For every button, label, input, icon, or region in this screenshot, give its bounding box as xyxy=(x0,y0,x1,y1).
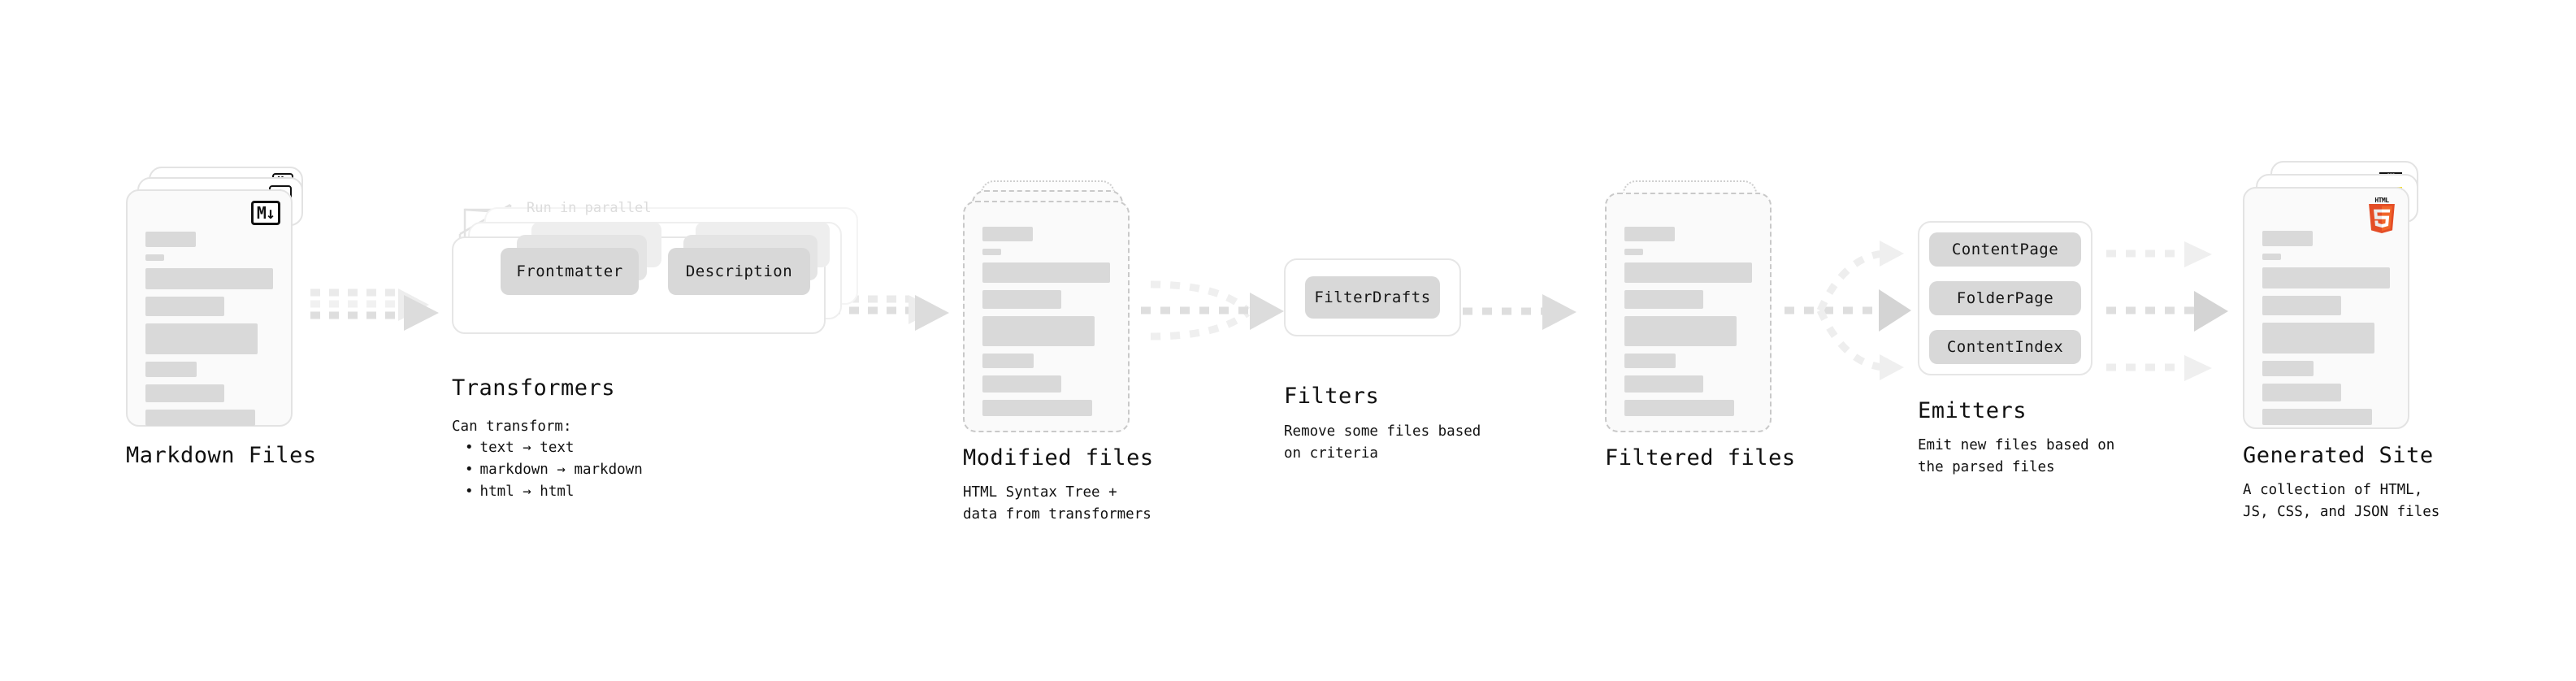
caption-title-filtered-files: Filtered files xyxy=(1605,445,1796,471)
doc-bar xyxy=(1624,227,1675,241)
chip-frontmatter[interactable]: Frontmatter xyxy=(501,248,639,295)
modified-file-stack[interactable] xyxy=(963,180,1138,432)
doc-bar xyxy=(1624,249,1643,255)
generated-card-body xyxy=(2262,231,2390,432)
doc-bar xyxy=(145,268,273,289)
doc-bar xyxy=(145,362,197,377)
filtered-card-front[interactable] xyxy=(1605,193,1772,432)
chip-contentpage[interactable]: ContentPage xyxy=(1929,232,2081,267)
generated-site-stack[interactable]: CSS HTML xyxy=(2243,161,2430,429)
caption-sub-modified-files: HTML Syntax Tree + data from transformer… xyxy=(963,484,1151,523)
chip-folderpage[interactable]: FolderPage xyxy=(1929,281,2081,315)
doc-bar xyxy=(2262,254,2281,260)
generated-card-front[interactable]: HTML xyxy=(2243,187,2409,429)
caption-title-filters: Filters xyxy=(1284,384,1380,409)
doc-bar xyxy=(2262,384,2342,401)
caption-sub-filters: Remove some files based on criteria xyxy=(1284,423,1481,462)
doc-bar xyxy=(1624,375,1704,393)
hint-run-in-parallel: Run in parallel xyxy=(527,200,652,216)
stage-markdown-files: M↓ M↓ M↓ xyxy=(126,167,313,427)
doc-bar xyxy=(2262,361,2314,376)
doc-bar xyxy=(982,227,1033,241)
html5-badge: HTML xyxy=(2367,197,2396,234)
doc-bar xyxy=(145,297,225,316)
connector-emitters-to-site xyxy=(2106,241,2228,381)
caption-title-markdown-files: Markdown Files xyxy=(126,443,317,468)
filtered-file-stack[interactable] xyxy=(1605,180,1780,432)
connector-filters-to-filtered xyxy=(1463,294,1576,330)
modified-card-front[interactable] xyxy=(963,201,1130,432)
connector-markdown-to-transformers xyxy=(310,288,439,331)
transformer-bullet: html → html xyxy=(465,481,643,503)
doc-bar xyxy=(2262,323,2375,354)
caption-title-generated-site: Generated Site xyxy=(2243,443,2434,468)
chip-contentindex[interactable]: ContentIndex xyxy=(1929,330,2081,364)
doc-bar xyxy=(1624,290,1704,309)
modified-card-body xyxy=(982,227,1110,423)
doc-bar xyxy=(1624,316,1737,346)
doc-bar xyxy=(145,323,258,354)
doc-bar xyxy=(145,384,225,402)
doc-bar xyxy=(145,254,164,261)
transformer-bullets: text → text markdown → markdown html → h… xyxy=(452,437,643,503)
doc-bar xyxy=(982,400,1093,416)
doc-bar xyxy=(1624,262,1752,283)
markdown-card-front[interactable]: M↓ xyxy=(126,189,293,427)
doc-bar xyxy=(2262,296,2342,315)
caption-sub-emitters: Emit new files based on the parsed files xyxy=(1918,437,2115,476)
stage-modified-files xyxy=(963,180,1138,432)
doc-bar xyxy=(982,249,1001,255)
doc-bar xyxy=(2262,409,2373,425)
caption-sub-transformers: Can transform: xyxy=(452,419,572,435)
doc-bar xyxy=(982,375,1062,393)
chip-description[interactable]: Description xyxy=(668,248,810,295)
caption-title-transformers: Transformers xyxy=(452,375,616,401)
stage-filtered-files xyxy=(1605,180,1780,432)
doc-bar xyxy=(1624,400,1735,416)
chip-filterdrafts[interactable]: FilterDrafts xyxy=(1305,276,1440,319)
filtered-card-body xyxy=(1624,227,1752,423)
markdown-card-body xyxy=(145,232,273,433)
doc-bar xyxy=(145,410,256,426)
caption-title-modified-files: Modified files xyxy=(963,445,1154,471)
doc-bar xyxy=(982,290,1062,309)
caption-title-emitters: Emitters xyxy=(1918,398,2027,423)
caption-sub-generated-site: A collection of HTML, JS, CSS, and JSON … xyxy=(2243,482,2440,521)
connector-modified-to-filters xyxy=(1141,280,1284,340)
doc-bar xyxy=(2262,267,2390,288)
transformer-bullet: text → text xyxy=(465,437,643,459)
markdown-badge: M↓ xyxy=(250,201,280,225)
doc-bar xyxy=(2262,231,2313,246)
stage-generated-site: CSS HTML xyxy=(2243,161,2430,429)
transformer-bullet: markdown → markdown xyxy=(465,459,643,481)
doc-bar xyxy=(1624,354,1676,368)
doc-bar xyxy=(145,232,196,247)
connector-filtered-to-emitters xyxy=(1785,241,1911,380)
doc-bar xyxy=(982,316,1095,346)
markdown-file-stack[interactable]: M↓ M↓ M↓ xyxy=(126,167,313,427)
doc-bar xyxy=(982,354,1034,368)
doc-bar xyxy=(982,262,1110,283)
